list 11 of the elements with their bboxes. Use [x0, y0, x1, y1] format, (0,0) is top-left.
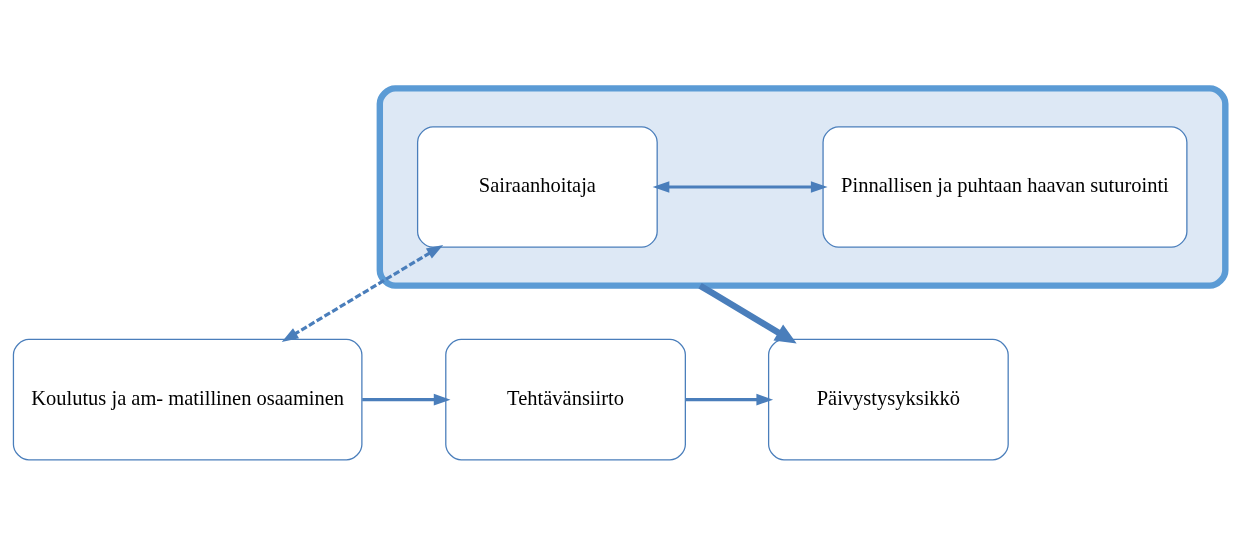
node-box: Koulutus ja am- matillinen osaaminen [12, 338, 363, 461]
node-box: Sairaanhoitaja [416, 126, 658, 248]
node-box: Tehtävänsiirto [445, 338, 686, 461]
arrow [685, 393, 774, 406]
arrow [281, 244, 444, 342]
cluster [376, 85, 1229, 289]
arrow [698, 282, 797, 344]
arrow [362, 393, 451, 406]
node-box: Pinnallisen ja puhtaan haavan suturointi [822, 126, 1188, 248]
node-box: Päivystysyksikkö [768, 338, 1009, 461]
arrow [652, 181, 828, 193]
